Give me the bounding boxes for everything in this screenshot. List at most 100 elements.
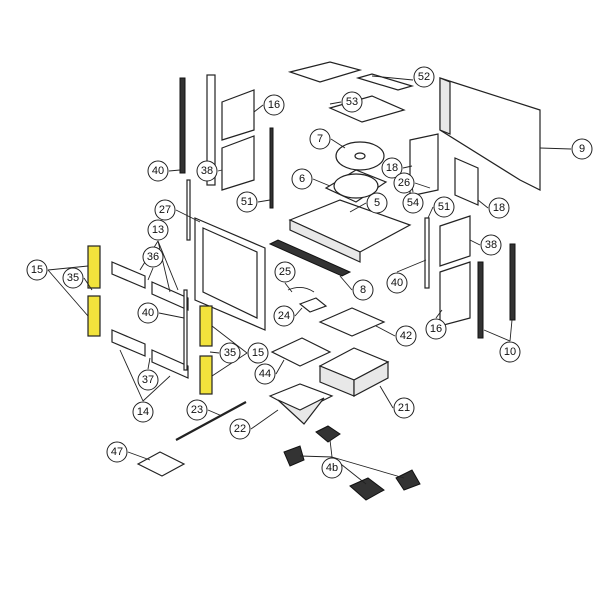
svg-text:22: 22 xyxy=(234,423,246,435)
part-40-rod-mid xyxy=(183,289,188,371)
part-38-channel xyxy=(206,74,216,186)
part-24-bracket xyxy=(298,297,328,313)
part-13-brick-2 xyxy=(151,281,189,311)
part-15-panel-right-2 xyxy=(199,355,213,395)
svg-text:40: 40 xyxy=(152,165,164,177)
leader-lines xyxy=(47,75,572,485)
callout-4b: 4b xyxy=(321,457,343,479)
part-16-panel-lower xyxy=(221,135,255,191)
callout-26: 26 xyxy=(393,172,415,194)
callout-18: 18 xyxy=(381,157,403,179)
callout-8: 8 xyxy=(352,279,374,301)
callout-23: 23 xyxy=(186,399,208,421)
callout-25: 25 xyxy=(274,261,296,283)
part-10-rail-2 xyxy=(509,243,516,321)
part-44-gasket xyxy=(270,337,332,367)
callout-15-left: 15 xyxy=(26,259,48,281)
callout-5: 5 xyxy=(366,192,388,214)
callout-15-right: 15 xyxy=(247,342,269,364)
callout-40: 40 xyxy=(147,160,169,182)
svg-text:53: 53 xyxy=(346,96,358,108)
part-23-rod xyxy=(175,401,247,441)
part-14-brick-2 xyxy=(151,349,189,379)
callouts: 52 53 16 9 7 40 38 6 18 26 51 5 51 54 18… xyxy=(26,66,593,479)
part-15-panel-left-1 xyxy=(87,245,101,289)
part-8-grate xyxy=(268,239,352,277)
part-5-firebox xyxy=(288,199,412,253)
part-27-door-window xyxy=(202,227,258,319)
svg-text:15: 15 xyxy=(252,347,264,359)
callout-47: 47 xyxy=(106,441,128,463)
part-38-panel-right xyxy=(439,215,471,267)
part-4b-leg-1 xyxy=(283,445,305,467)
part-40-rod-left xyxy=(179,77,186,174)
part-10-rail-1 xyxy=(477,261,484,339)
callout-7: 7 xyxy=(309,128,331,150)
callout-52: 52 xyxy=(413,66,435,88)
parts xyxy=(87,61,541,501)
svg-text:18: 18 xyxy=(386,162,398,174)
callout-38: 38 xyxy=(196,160,218,182)
svg-text:36: 36 xyxy=(147,251,159,263)
svg-text:54: 54 xyxy=(407,197,419,209)
svg-text:7: 7 xyxy=(317,133,323,145)
svg-text:51: 51 xyxy=(438,201,450,213)
part-9-back-side xyxy=(439,77,451,135)
callout-13: 13 xyxy=(147,219,169,241)
svg-text:9: 9 xyxy=(579,143,585,155)
callout-21: 21 xyxy=(393,397,415,419)
svg-text:13: 13 xyxy=(152,224,164,236)
callout-38-right: 38 xyxy=(480,234,502,256)
callout-14: 14 xyxy=(132,401,154,423)
part-14-brick-1 xyxy=(111,329,146,357)
part-47-plate xyxy=(136,451,186,477)
svg-text:42: 42 xyxy=(400,330,412,342)
part-53-brick xyxy=(328,95,406,123)
callout-16-right: 16 xyxy=(425,318,447,340)
svg-text:15: 15 xyxy=(31,264,43,276)
svg-text:35: 35 xyxy=(224,347,236,359)
callout-16: 16 xyxy=(263,94,285,116)
part-18-brick-left xyxy=(409,133,439,197)
svg-text:6: 6 xyxy=(299,173,305,185)
callout-9: 9 xyxy=(571,138,593,160)
callout-54: 54 xyxy=(402,192,424,214)
callout-51-right: 51 xyxy=(433,196,455,218)
callout-36: 36 xyxy=(142,246,164,268)
part-40-rod-left-2 xyxy=(186,179,191,241)
svg-text:47: 47 xyxy=(111,446,123,458)
svg-text:24: 24 xyxy=(278,310,290,322)
part-6-fan xyxy=(333,173,379,199)
callout-18-right: 18 xyxy=(488,197,510,219)
svg-text:40: 40 xyxy=(142,307,154,319)
part-7-fan-hub xyxy=(354,152,366,160)
callout-35-left: 35 xyxy=(62,267,84,289)
svg-text:25: 25 xyxy=(279,266,291,278)
svg-text:10: 10 xyxy=(504,346,516,358)
svg-text:51: 51 xyxy=(241,196,253,208)
svg-text:35: 35 xyxy=(67,272,79,284)
svg-text:21: 21 xyxy=(398,402,410,414)
callout-10: 10 xyxy=(499,341,521,363)
svg-text:4b: 4b xyxy=(326,462,338,474)
part-22-ash-pan-body xyxy=(277,397,325,425)
svg-text:14: 14 xyxy=(137,406,149,418)
svg-text:26: 26 xyxy=(398,177,410,189)
svg-text:38: 38 xyxy=(201,165,213,177)
part-52-brick-strip xyxy=(355,73,415,91)
svg-text:37: 37 xyxy=(142,374,154,386)
part-4b-leg-2 xyxy=(315,425,341,443)
callout-53: 53 xyxy=(341,91,363,113)
svg-text:16: 16 xyxy=(430,323,442,335)
svg-text:40: 40 xyxy=(391,277,403,289)
callout-27: 27 xyxy=(154,199,176,221)
callout-40-mid: 40 xyxy=(137,302,159,324)
callout-40-right: 40 xyxy=(386,272,408,294)
svg-text:18: 18 xyxy=(493,202,505,214)
part-51-rod xyxy=(269,127,274,209)
svg-text:5: 5 xyxy=(374,197,380,209)
callout-22: 22 xyxy=(229,418,251,440)
callout-42: 42 xyxy=(395,325,417,347)
